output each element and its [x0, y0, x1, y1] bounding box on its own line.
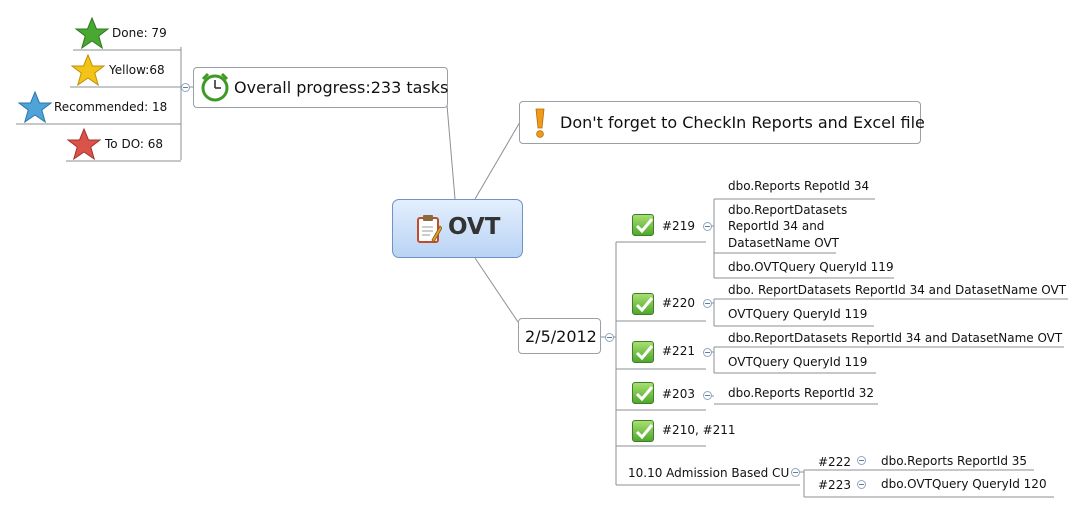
checkmark-icon [632, 214, 654, 236]
task-220-detail[interactable]: OVTQuery QueryId 119 [728, 307, 868, 321]
task-220-toggle[interactable] [703, 299, 712, 308]
recommended-label[interactable]: Recommended: 18 [54, 100, 168, 114]
task-223-label[interactable]: #223 [818, 478, 851, 492]
task-220-label[interactable]: #220 [662, 296, 695, 310]
green-star-icon [75, 17, 109, 49]
task-203-detail[interactable]: dbo.Reports ReportId 32 [728, 386, 875, 400]
checkmark-icon [632, 341, 654, 363]
central-topic-label: OVT [448, 214, 501, 240]
task-222-toggle[interactable] [857, 456, 866, 465]
task-210-211-label[interactable]: #210, #211 [662, 423, 736, 437]
admission-label[interactable]: 10.10 Admission Based CU [628, 466, 790, 480]
progress-label: Overall progress:233 tasks [234, 78, 449, 97]
task-219-toggle[interactable] [703, 222, 712, 231]
task-221-detail[interactable]: dbo.ReportDatasets ReportId 34 and Datas… [728, 331, 1063, 345]
task-219-detail[interactable]: dbo.OVTQuery QueryId 119 [728, 260, 894, 274]
task-219-label[interactable]: #219 [662, 219, 695, 233]
done-label[interactable]: Done: 79 [112, 26, 167, 40]
red-star-icon [67, 128, 101, 160]
task-223-toggle[interactable] [857, 480, 866, 489]
task-221-toggle[interactable] [703, 348, 712, 357]
exclamation-icon [535, 108, 545, 138]
checkmark-icon [632, 420, 654, 442]
yellow-label[interactable]: Yellow:68 [109, 63, 165, 77]
checkmark-icon [632, 293, 654, 315]
task-203-label[interactable]: #203 [662, 387, 695, 401]
task-219-detail[interactable]: ReportId 34 and [728, 219, 825, 233]
yellow-star-icon [71, 54, 105, 86]
blue-star-icon [18, 91, 52, 123]
task-221-label[interactable]: #221 [662, 344, 695, 358]
task-221-detail[interactable]: OVTQuery QueryId 119 [728, 355, 868, 369]
reminder-label: Don't forget to CheckIn Reports and Exce… [560, 113, 925, 132]
date-label: 2/5/2012 [525, 327, 597, 346]
task-219-detail[interactable]: dbo.Reports RepotId 34 [728, 179, 870, 193]
checkmark-icon [632, 382, 654, 404]
task-220-detail[interactable]: dbo. ReportDatasets ReportId 34 and Data… [728, 283, 1067, 297]
progress-collapse-toggle[interactable] [181, 83, 190, 92]
reminder-topic[interactable]: Don't forget to CheckIn Reports and Exce… [519, 101, 925, 144]
task-222-label[interactable]: #222 [818, 455, 851, 469]
task-219-detail[interactable]: dbo.ReportDatasets [728, 203, 848, 217]
task-223-detail[interactable]: dbo.OVTQuery QueryId 120 [881, 477, 1047, 491]
admission-toggle[interactable] [791, 468, 800, 477]
progress-topic[interactable]: Overall progress:233 tasks [193, 67, 448, 108]
date-collapse-toggle[interactable] [605, 333, 614, 342]
task-219-detail[interactable]: DatasetName OVT [728, 236, 839, 250]
date-topic[interactable]: 2/5/2012 [518, 318, 601, 354]
central-topic[interactable]: OVT [392, 199, 523, 258]
alarm-clock-icon [201, 72, 229, 102]
task-203-toggle[interactable] [703, 391, 712, 400]
task-222-detail[interactable]: dbo.Reports ReportId 35 [881, 454, 1028, 468]
todo-label[interactable]: To DO: 68 [105, 137, 164, 151]
clipboard-icon [417, 215, 442, 243]
